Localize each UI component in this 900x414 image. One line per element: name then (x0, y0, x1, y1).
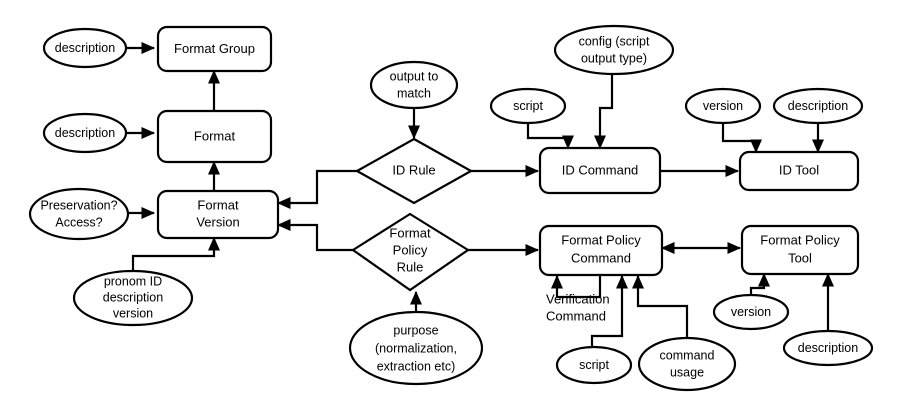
label-verification-command-line1: Verification (546, 291, 610, 306)
attribute-output-to-match[interactable]: output to match (369, 60, 459, 110)
entity-id-tool[interactable]: ID Tool (738, 150, 860, 192)
rule-format-policy-rule-diamond[interactable] (351, 212, 471, 292)
attribute-description-fp-tool[interactable]: description (782, 329, 874, 367)
entity-format-policy-tool-label-line1: Format Policy (760, 232, 840, 247)
attribute-config-script-output-ellipse[interactable] (553, 24, 675, 76)
attribute-pronom-id-label-line1: pronom ID (104, 274, 162, 288)
connector-config-to-id-command (593, 71, 614, 150)
entity-id-command[interactable]: ID Command (538, 146, 662, 195)
attribute-purpose-label-line1: purpose (393, 323, 438, 337)
connector-verification-command-to-fp-command (550, 270, 602, 299)
attribute-output-to-match-ellipse[interactable] (369, 60, 459, 110)
attribute-script-fp-command-ellipse[interactable] (555, 345, 633, 385)
rule-format-policy-rule[interactable]: Format Policy Rule (351, 212, 471, 292)
entity-id-command-box[interactable] (538, 146, 662, 195)
entity-format-policy-command-label-line1: Format Policy (561, 232, 641, 247)
attribute-description-format-group-ellipse[interactable] (42, 27, 128, 69)
entity-format-version-label-line2: Version (196, 214, 239, 229)
attribute-description-format-group[interactable]: description (42, 27, 128, 69)
connector-version-to-id-tool (721, 121, 763, 154)
attribute-script-id-command-label: script (513, 99, 543, 113)
attribute-version-fp-tool[interactable]: version (712, 293, 790, 331)
attribute-command-usage-label-line2: usage (670, 365, 704, 379)
attribute-config-script-output-label-line2: output type) (581, 51, 647, 65)
attribute-command-usage-label-line1: command (660, 348, 715, 362)
entity-format-policy-tool[interactable]: Format Policy Tool (740, 224, 860, 276)
attribute-version-fp-tool-label: version (731, 305, 771, 319)
entity-format-policy-tool-box[interactable] (740, 224, 860, 276)
attribute-pronom-id-label-line2: description (103, 290, 163, 304)
attribute-purpose[interactable]: purpose (normalization, extraction etc) (348, 310, 484, 386)
attribute-purpose-ellipse[interactable] (348, 310, 484, 386)
rule-id-rule-label: ID Rule (392, 162, 435, 177)
attribute-description-format-group-label: description (55, 41, 115, 55)
attribute-description-id-tool-label: description (788, 99, 848, 113)
connector-script-to-fp-command (590, 274, 629, 347)
attribute-description-id-tool[interactable]: description (772, 87, 864, 125)
attribute-purpose-label-line2: (normalization, (375, 341, 457, 355)
attribute-description-format-label: description (55, 126, 115, 140)
attribute-script-id-command-ellipse[interactable] (489, 87, 567, 125)
connector-id-rule-to-format-version (276, 169, 357, 210)
attribute-preservation-access-label-line1: Preservation? (40, 198, 117, 212)
attribute-script-fp-command-label: script (579, 358, 609, 372)
connector-command-usage-to-fp-command (631, 274, 689, 337)
attribute-description-fp-tool-ellipse[interactable] (782, 329, 874, 367)
attribute-config-script-output[interactable]: config (script output type) (553, 24, 675, 76)
attribute-script-fp-command[interactable]: script (555, 345, 633, 385)
rule-format-policy-rule-label-line2: Policy (393, 242, 428, 257)
attribute-preservation-access-ellipse[interactable] (28, 187, 130, 241)
entity-format-group-box[interactable] (156, 25, 273, 73)
rule-id-rule[interactable]: ID Rule (354, 137, 474, 205)
attribute-version-id-tool-label: version (703, 99, 743, 113)
label-verification-command-line2: Command (546, 308, 606, 323)
attribute-command-usage[interactable]: command usage (637, 336, 737, 392)
attribute-purpose-label-line3: extraction etc) (377, 359, 456, 373)
label-verification-command: Verification Command (546, 291, 610, 323)
connector-fp-rule-to-format-version (276, 218, 353, 252)
attribute-version-fp-tool-ellipse[interactable] (712, 293, 790, 331)
attribute-output-to-match-label-line2: match (397, 86, 431, 100)
attribute-version-id-tool-ellipse[interactable] (684, 87, 762, 125)
attribute-output-to-match-label-line1: output to (390, 69, 439, 83)
entity-format-policy-command-box[interactable] (538, 224, 664, 277)
entity-format-group[interactable]: Format Group (156, 25, 273, 73)
entity-format[interactable]: Format (156, 109, 273, 164)
entity-format-policy-tool-label-line2: Tool (788, 250, 812, 265)
attribute-preservation-access-label-line2: Access? (55, 215, 102, 229)
entity-id-command-label: ID Command (562, 162, 639, 177)
attribute-description-format[interactable]: description (42, 112, 128, 154)
attribute-description-format-ellipse[interactable] (42, 112, 128, 154)
attribute-description-fp-tool-label: description (798, 341, 858, 355)
attribute-command-usage-ellipse[interactable] (637, 336, 737, 392)
entity-format-policy-command[interactable]: Format Policy Command (538, 224, 664, 277)
attribute-version-id-tool[interactable]: version (684, 87, 762, 125)
entity-format-version-label-line1: Format (197, 197, 239, 212)
attribute-pronom-id[interactable]: pronom ID description version (72, 269, 194, 327)
entity-id-tool-label: ID Tool (779, 162, 819, 177)
connector-version-to-fp-tool (749, 272, 771, 299)
attribute-config-script-output-label-line1: config (script (579, 34, 650, 48)
connector-pronom-to-format-version (131, 236, 221, 271)
attribute-description-id-tool-ellipse[interactable] (772, 87, 864, 125)
attribute-script-id-command[interactable]: script (489, 87, 567, 125)
connector-script-to-id-command (526, 121, 575, 150)
entity-format-version[interactable]: Format Version (156, 189, 280, 240)
attribute-pronom-id-label-line3: version (113, 306, 153, 320)
attribute-pronom-id-ellipse[interactable] (72, 269, 194, 327)
attribute-preservation-access[interactable]: Preservation? Access? (28, 187, 130, 241)
entity-format-version-box[interactable] (156, 189, 280, 240)
entity-format-policy-command-label-line2: Command (571, 250, 631, 265)
entity-format-label: Format (194, 128, 236, 143)
rule-format-policy-rule-label-line1: Format (389, 225, 431, 240)
entity-format-box[interactable] (156, 109, 273, 164)
rule-id-rule-diamond[interactable] (354, 137, 474, 205)
rule-format-policy-rule-label-line3: Rule (397, 259, 424, 274)
entity-format-group-label: Format Group (174, 41, 255, 56)
entity-id-tool-box[interactable] (738, 150, 860, 192)
